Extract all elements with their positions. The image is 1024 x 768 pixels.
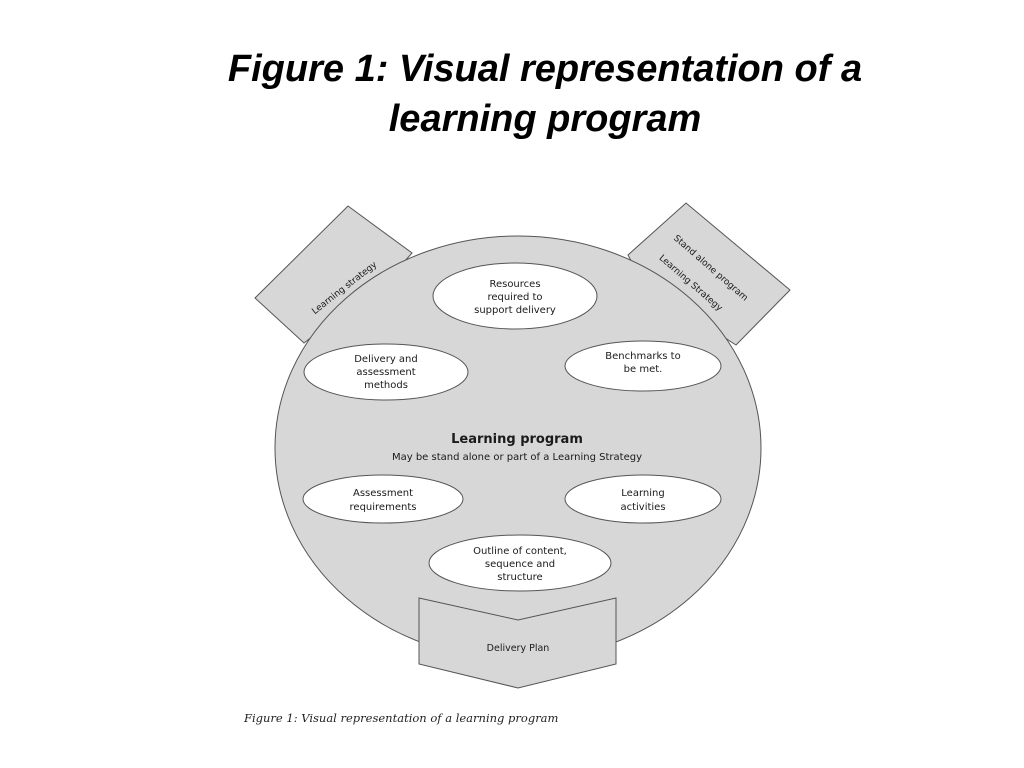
activities-label-line2: activities [620,502,665,513]
delivery-plan-box [418,597,617,689]
assessment-label-line1: Assessment [353,488,413,499]
delivery-methods-label-line1: Delivery and [354,354,418,365]
benchmarks-label-line1: Benchmarks to [605,351,680,362]
delivery-methods-label-line3: methods [364,380,408,391]
resources-label-line1: Resources [489,279,540,290]
benchmarks-ellipse [564,340,722,392]
resources-label-line3: support delivery [474,305,556,316]
activities-label-line1: Learning [621,488,664,499]
outline-label-line2: sequence and [485,559,555,570]
activities-ellipse [564,474,722,524]
outline-ellipse [428,534,612,592]
delivery-plan-label: Delivery Plan [487,643,550,654]
resources-label-line2: required to [487,292,542,303]
assessment-label-line2: requirements [350,502,417,513]
outline-label-line1: Outline of content, [473,546,567,557]
slide-title: Figure 1: Visual representation of a lea… [130,44,960,144]
delivery-methods-ellipse [303,343,469,401]
outline-label-line3: structure [497,572,542,583]
assessment-ellipse [302,474,464,524]
center-subtitle: May be stand alone or part of a Learning… [392,452,642,463]
delivery-methods-label-line2: assessment [356,367,415,378]
slide-title-line2: learning program [388,98,702,140]
resources-ellipse [432,262,598,330]
benchmarks-label-line2: be met. [624,364,663,375]
center-title: Learning program [451,432,583,447]
slide-title-line1: Figure 1: Visual representation of a [227,48,863,90]
figure-caption: Figure 1: Visual representation of a lea… [244,711,559,725]
